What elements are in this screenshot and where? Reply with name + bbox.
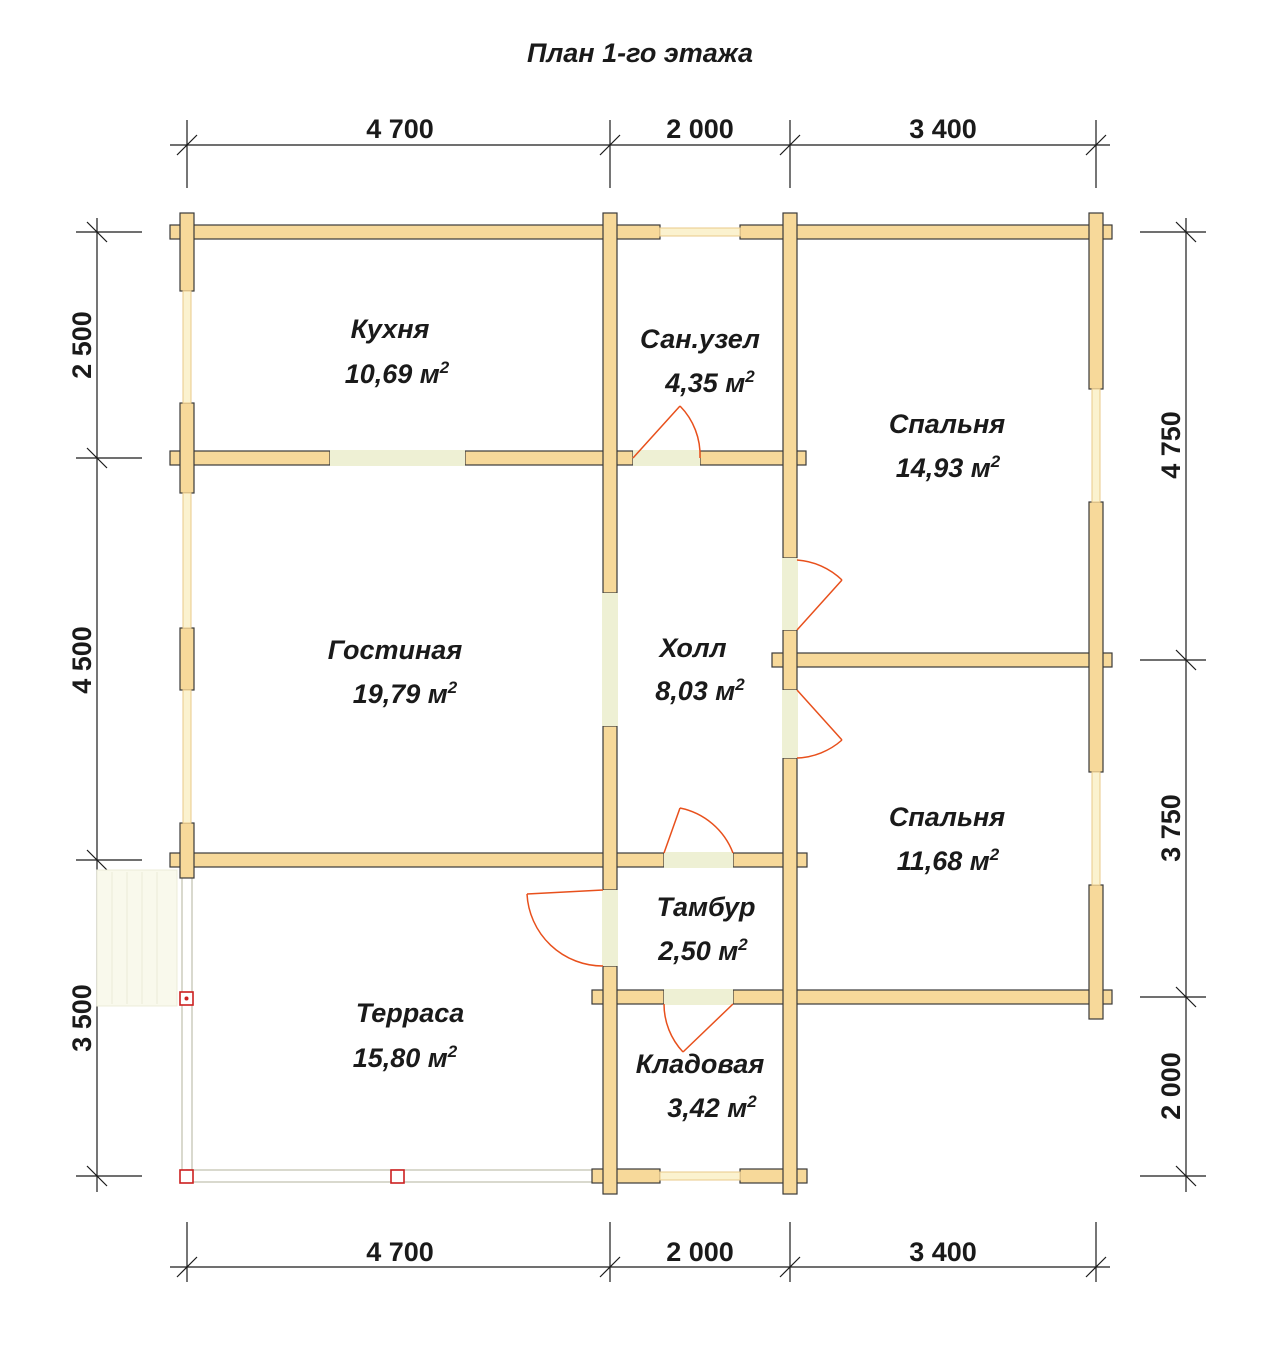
dim-bottom-1: 4 700 [366,1237,434,1267]
dim-left-1: 2 500 [67,311,97,379]
room-kitchen: Кухня 10,69 м2 [345,314,450,389]
room-name: Сан.узел [640,324,760,354]
terrace-post [179,1169,194,1184]
dim-top-2: 2 000 [666,114,734,144]
room-terrace: Терраса 15,80 м2 [353,998,465,1073]
room-area: 14,93 м2 [896,452,1001,483]
entrance-stairs [96,869,178,1007]
room-area: 11,68 м2 [897,845,1000,876]
window [659,1171,741,1181]
plan-title: План 1-го этажа [527,38,753,68]
walls [169,212,1113,1195]
dimension-lines [76,120,1206,1282]
dim-left-2: 4 500 [67,626,97,694]
room-name: Терраса [356,998,465,1028]
dim-top-3: 3 400 [909,114,977,144]
room-vestibule: Тамбур 2,50 м2 [656,892,755,966]
dim-right-1: 4 750 [1156,411,1186,479]
room-area: 4,35 м2 [664,367,755,398]
room-area: 8,03 м2 [655,675,745,706]
room-name: Холл [657,633,726,663]
room-hall: Холл 8,03 м2 [655,633,745,706]
window [182,689,192,824]
window [182,492,192,629]
room-area: 3,42 м2 [667,1092,757,1123]
dim-left-3: 3 500 [67,984,97,1052]
windows [182,227,1101,1181]
window [182,290,192,404]
room-name: Гостиная [328,635,463,665]
room-name: Кухня [351,314,430,344]
window [659,227,741,237]
room-name: Спальня [889,409,1005,439]
dim-right-2: 3 750 [1156,794,1186,862]
window [1091,771,1101,886]
room-bedroom-1: Спальня 14,93 м2 [889,409,1005,483]
room-living: Гостиная 19,79 м2 [328,635,463,709]
room-name: Спальня [889,802,1005,832]
room-area: 19,79 м2 [353,678,458,709]
window [1091,388,1101,503]
room-area: 10,69 м2 [345,358,450,389]
room-bathroom: Сан.узел 4,35 м2 [640,324,760,398]
room-bedroom-2: Спальня 11,68 м2 [889,802,1005,876]
openings [330,450,798,1005]
dim-bottom-3: 3 400 [909,1237,977,1267]
dim-bottom-2: 2 000 [666,1237,734,1267]
dim-top-1: 4 700 [366,114,434,144]
dim-right-3: 2 000 [1156,1052,1186,1120]
room-name: Тамбур [656,892,755,922]
room-storage: Кладовая 3,42 м2 [636,1049,765,1123]
room-area: 2,50 м2 [657,935,748,966]
room-name: Кладовая [636,1049,765,1079]
room-area: 15,80 м2 [353,1042,458,1073]
terrace-post [390,1169,405,1184]
doors [526,405,843,1053]
